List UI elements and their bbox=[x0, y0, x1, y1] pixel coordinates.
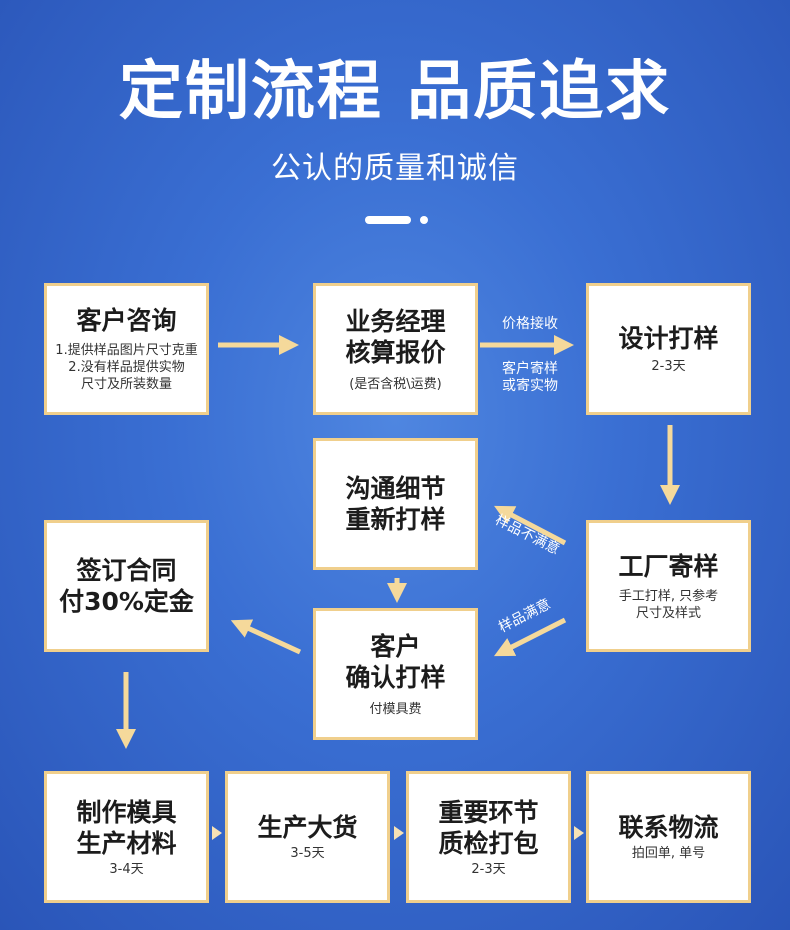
arrow-confirm-to-contract bbox=[230, 619, 302, 655]
edge-label-send-sample-2: 或寄实物 bbox=[502, 378, 558, 394]
step-title-line: 质检打包 bbox=[438, 828, 539, 858]
step-note: 付模具费 bbox=[369, 701, 422, 717]
step-note: 2-3天 bbox=[471, 861, 506, 877]
step-quality-packing: 重要环节 质检打包 2-3天 bbox=[406, 771, 571, 903]
step-title-line: 重要环节 bbox=[438, 797, 539, 827]
step-note: 尺寸及所装数量 bbox=[80, 377, 172, 392]
step-note: 3-5天 bbox=[290, 846, 325, 861]
edge-label-price-accept: 价格接收 bbox=[502, 316, 558, 332]
step-title-line: 重新打样 bbox=[345, 505, 446, 534]
step-title: 生产大货 bbox=[257, 813, 358, 842]
step-note: 2-3天 bbox=[651, 359, 686, 374]
decorative-dot bbox=[420, 216, 428, 224]
step-note: 手工打样, 只参考 bbox=[618, 588, 719, 604]
step-note: 拍回单, 单号 bbox=[631, 846, 706, 861]
step-title: 设计打样 bbox=[618, 324, 719, 353]
step-revise-sample: 沟通细节 重新打样 bbox=[313, 438, 478, 570]
arrow-factory-to-confirm bbox=[493, 617, 567, 657]
step-note: 2.没有样品提供实物 bbox=[68, 360, 185, 375]
step-title: 工厂寄样 bbox=[618, 551, 719, 581]
step-mass-production: 生产大货 3-5天 bbox=[225, 771, 390, 903]
step-design-sample: 设计打样 2-3天 bbox=[586, 283, 751, 415]
page-title: 定制流程 品质追求 bbox=[118, 55, 672, 129]
step-note: 3-4天 bbox=[109, 861, 144, 877]
step-note: (是否含税\运费) bbox=[349, 376, 442, 392]
step-title-line: 业务经理 bbox=[345, 306, 446, 336]
step-title-line: 确认打样 bbox=[345, 662, 446, 692]
step-title-line: 付30%定金 bbox=[59, 587, 194, 616]
step-title-line: 客户 bbox=[370, 631, 421, 661]
chevron-right-icon bbox=[574, 826, 584, 840]
chevron-right-icon bbox=[212, 826, 222, 840]
step-manager-quote: 业务经理 核算报价 (是否含税\运费) bbox=[313, 283, 478, 415]
step-title: 客户咨询 bbox=[76, 306, 177, 335]
arrow-factory-to-revise bbox=[494, 505, 567, 546]
chevron-right-icon bbox=[394, 826, 404, 840]
step-title-line: 签订合同 bbox=[76, 556, 177, 585]
edge-label-send-sample-1: 客户寄样 bbox=[502, 361, 558, 377]
step-note: 尺寸及样式 bbox=[635, 605, 701, 621]
step-make-mold: 制作模具 生产材料 3-4天 bbox=[44, 771, 209, 903]
step-contact-logistics: 联系物流 拍回单, 单号 bbox=[586, 771, 751, 903]
step-customer-confirm: 客户 确认打样 付模具费 bbox=[313, 608, 478, 740]
step-title-line: 沟通细节 bbox=[345, 474, 446, 503]
step-title-line: 核算报价 bbox=[345, 337, 446, 367]
step-customer-consult: 客户咨询 1.提供样品图片尺寸克重 2.没有样品提供实物 尺寸及所装数量 bbox=[44, 283, 209, 415]
step-title-line: 生产材料 bbox=[76, 828, 177, 858]
step-title-line: 制作模具 bbox=[76, 797, 177, 827]
decorative-dash bbox=[365, 216, 411, 224]
step-sign-contract: 签订合同 付30%定金 bbox=[44, 520, 209, 652]
step-title: 联系物流 bbox=[618, 813, 719, 842]
step-note: 1.提供样品图片尺寸克重 bbox=[55, 343, 198, 358]
step-factory-sample: 工厂寄样 手工打样, 只参考 尺寸及样式 bbox=[586, 520, 751, 652]
page-subtitle: 公认的质量和诚信 bbox=[271, 151, 519, 186]
